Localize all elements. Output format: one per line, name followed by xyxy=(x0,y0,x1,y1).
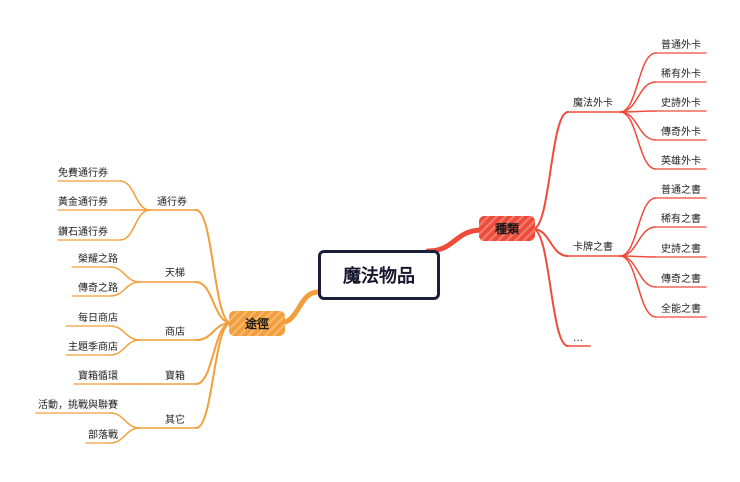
leaf-legendary-book[interactable]: 傳奇之書 xyxy=(661,274,701,285)
leaf-diamond-pass[interactable]: 鑽石通行券 xyxy=(58,227,108,238)
subtopic-pass[interactable]: 通行券 xyxy=(157,197,187,208)
leaf-rare-wildcard[interactable]: 稀有外卡 xyxy=(661,69,701,80)
leaf-common-wildcard[interactable]: 普通外卡 xyxy=(661,40,701,51)
leaf-path-of-glory[interactable]: 榮耀之路 xyxy=(78,254,118,265)
subtopic-other[interactable]: 其它 xyxy=(165,415,185,426)
connector-center-to-types xyxy=(425,227,485,254)
connector-book-4 xyxy=(619,255,657,318)
connector-types-group-1 xyxy=(532,228,569,257)
connector-sources-group-4 xyxy=(195,322,232,429)
central-topic-label: 魔法物品 xyxy=(343,266,415,287)
connector-book-3 xyxy=(619,255,657,288)
subtopic-card-books[interactable]: 卡牌之書 xyxy=(573,242,613,253)
subtopic-shop[interactable]: 商店 xyxy=(165,327,185,338)
leaf-rare-book[interactable]: 稀有之書 xyxy=(661,214,701,225)
connector-center-to-sources xyxy=(277,289,321,326)
leaf-epic-wildcard[interactable]: 史詩外卡 xyxy=(661,98,701,109)
connector-source-leaf-0-0 xyxy=(119,180,151,211)
leaf-gold-pass[interactable]: 黃金通行券 xyxy=(58,197,108,208)
leaf-free-pass[interactable]: 免費通行券 xyxy=(58,168,108,179)
connector-source-leaf-0-2 xyxy=(119,209,151,241)
leaf-legendary-wildcard[interactable]: 傳奇外卡 xyxy=(661,127,701,138)
branch-sources[interactable]: 途徑 xyxy=(229,311,285,336)
connector-types-group-2 xyxy=(532,228,569,347)
connector-source-leaf-1-0 xyxy=(109,266,141,283)
connector-sources-group-0 xyxy=(195,209,232,324)
connector-types-group-0 xyxy=(532,111,569,230)
leaf-clan-wars[interactable]: 部落戰 xyxy=(88,430,118,441)
branch-sources-label: 途徑 xyxy=(244,317,269,331)
subtopic-chests[interactable]: 寶箱 xyxy=(165,371,185,382)
connector-wildcard-3 xyxy=(619,111,657,141)
connector-source-leaf-4-0 xyxy=(109,412,141,429)
branch-types-label: 種類 xyxy=(494,222,519,236)
leaf-book-of-everything[interactable]: 全能之書 xyxy=(661,304,701,315)
leaf-champion-wildcard[interactable]: 英雄外卡 xyxy=(661,156,701,167)
leaf-chest-cycle[interactable]: 寶箱循環 xyxy=(78,371,118,382)
leaf-epic-book[interactable]: 史詩之書 xyxy=(661,244,701,255)
subtopic-magic-wildcards[interactable]: 魔法外卡 xyxy=(573,98,613,109)
subtopic-ladder[interactable]: 天梯 xyxy=(165,268,185,279)
leaf-events-challenges-tournaments[interactable]: 活動，挑戰與聯賽 xyxy=(38,400,118,411)
connector-book-1 xyxy=(619,226,657,257)
connector-sources-group-1 xyxy=(195,281,232,324)
central-topic[interactable]: 魔法物品 xyxy=(318,250,440,300)
connector-source-leaf-4-1 xyxy=(109,427,141,444)
connector-source-leaf-2-1 xyxy=(109,339,141,356)
leaf-common-book[interactable]: 普通之書 xyxy=(661,185,701,196)
leaf-path-of-legends[interactable]: 傳奇之路 xyxy=(78,283,118,294)
connector-source-leaf-1-1 xyxy=(109,281,141,297)
branch-types[interactable]: 種類 xyxy=(479,216,535,241)
connector-wildcard-4 xyxy=(619,111,657,170)
leaf-season-shop[interactable]: 主題季商店 xyxy=(68,342,118,353)
subtopic-more[interactable]: … xyxy=(573,333,583,344)
leaf-daily-shop[interactable]: 每日商店 xyxy=(78,313,118,324)
connector-wildcard-1 xyxy=(619,81,657,113)
connector-source-leaf-2-0 xyxy=(109,325,141,341)
connector-book-0 xyxy=(619,197,657,257)
